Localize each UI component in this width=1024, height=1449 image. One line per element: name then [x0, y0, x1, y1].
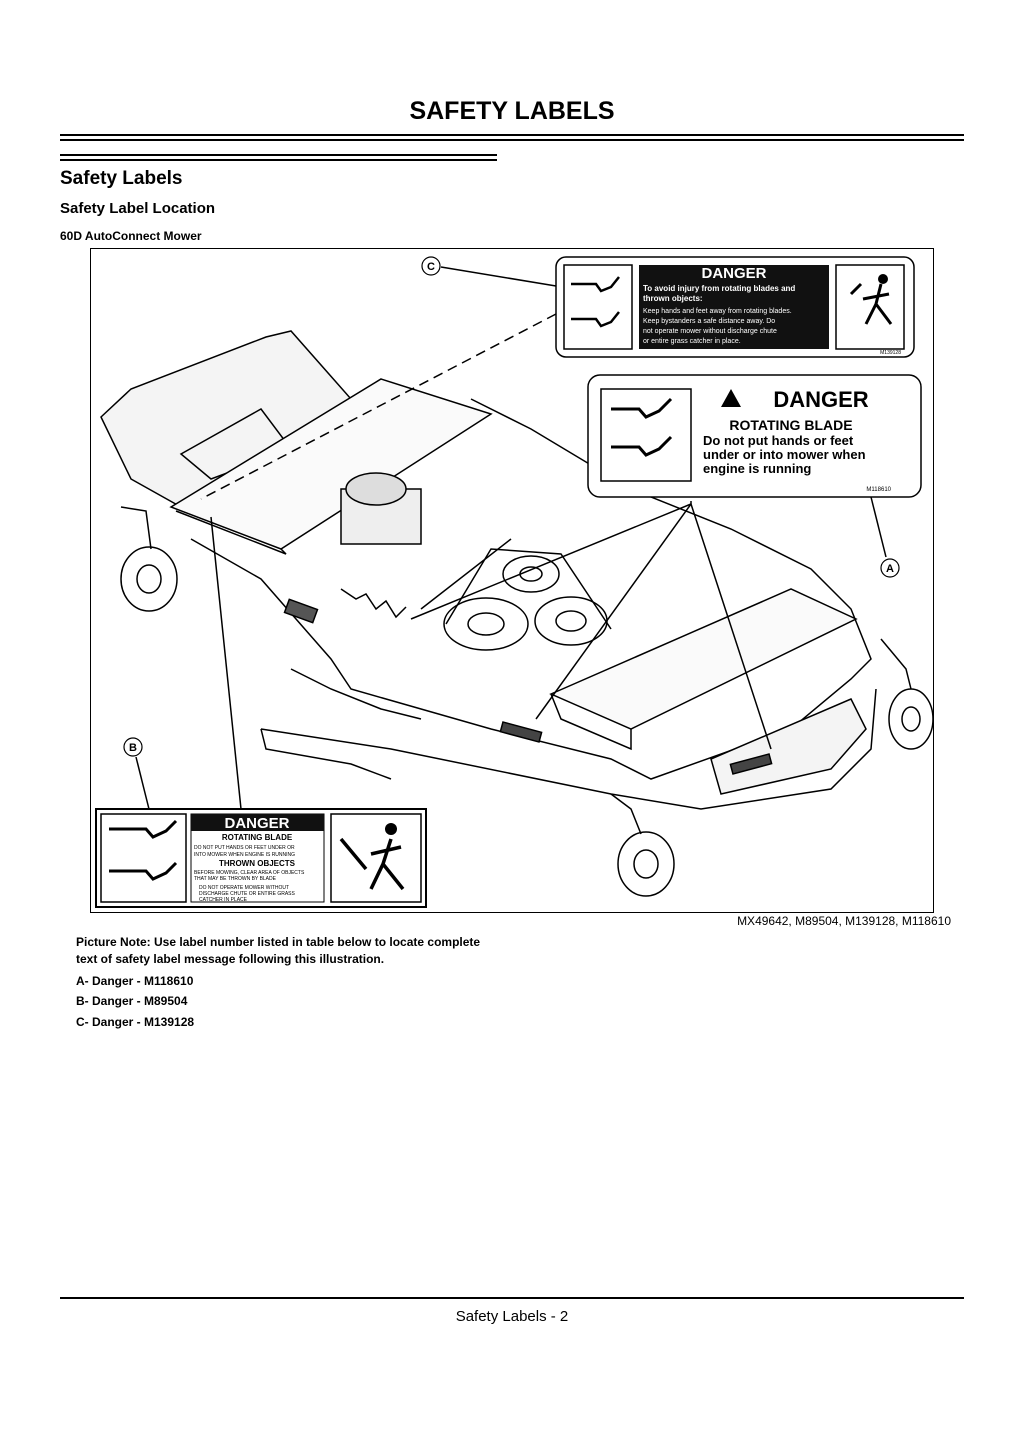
safety-label-c: DANGER To avoid injury from rotating bla… — [555, 256, 915, 358]
picture-note: Picture Note: Use label number listed in… — [76, 935, 481, 966]
footer-rule — [60, 1297, 964, 1299]
label-c-line: Keep bystanders a safe distance away. Do — [643, 318, 775, 325]
label-b-subheading-2: THROWN OBJECTS — [219, 859, 296, 868]
label-c-line: thrown objects: — [643, 294, 703, 303]
label-b-line: DO NOT PUT HANDS OR FEET UNDER OR — [194, 845, 295, 851]
label-c-code: M139128 — [880, 350, 901, 356]
subsection-title: Safety Label Location — [60, 200, 216, 217]
label-a-line: Do not put hands or feet — [703, 433, 854, 448]
label-b-line: CATCHER IN PLACE — [199, 897, 248, 903]
label-a-heading: DANGER — [773, 387, 868, 412]
callout-c: C — [421, 256, 441, 276]
page-footer: Safety Labels - 2 — [455, 1308, 569, 1325]
section-rule — [60, 154, 497, 156]
label-b-line: DO NOT OPERATE MOWER WITHOUT — [199, 885, 289, 891]
label-c-heading: DANGER — [701, 265, 766, 282]
label-b-line: DISCHARGE CHUTE OR ENTIRE GRASS — [199, 891, 296, 897]
mower-deck-drawing — [100, 330, 934, 897]
leader-lines — [135, 266, 887, 810]
legend-item-b: B- Danger - M89504 — [76, 994, 188, 1008]
safety-label-b: DANGER ROTATING BLADE DO NOT PUT HANDS O… — [95, 808, 427, 908]
label-b-line: INTO MOWER WHEN ENGINE IS RUNNING — [194, 852, 295, 858]
callout-b-text: B — [129, 742, 137, 754]
legend-item-c: C- Danger - M139128 — [76, 1015, 195, 1029]
label-a-line: engine is running — [703, 461, 811, 476]
mower-illustration: C A B DANGER To avoid injury from rotati… — [90, 248, 934, 913]
label-b-heading: DANGER — [224, 815, 289, 832]
label-a-line: under or into mower when — [703, 447, 866, 462]
label-b-line: BEFORE MOWING, CLEAR AREA OF OBJECTS — [194, 870, 305, 876]
mower-drawing: C A B DANGER To avoid injury from rotati… — [95, 256, 934, 908]
page-title: SAFETY LABELS — [409, 97, 615, 125]
header-rule — [60, 134, 964, 136]
callout-a: A — [880, 558, 900, 578]
label-c-line: Keep hands and feet away from rotating b… — [643, 308, 792, 315]
label-a-code: M118610 — [866, 487, 891, 493]
section-title: Safety Labels — [60, 168, 183, 189]
figure-credit: MX49642, M89504, M139128, M118610 — [737, 914, 951, 928]
safety-label-a: DANGER ROTATING BLADE Do not put hands o… — [587, 374, 922, 498]
label-c-line: not operate mower without discharge chut… — [643, 328, 777, 335]
label-b-line: THAT MAY BE THROWN BY BLADE — [194, 876, 277, 882]
label-c-line: To avoid injury from rotating blades and — [643, 284, 795, 293]
label-b-subheading: ROTATING BLADE — [222, 833, 293, 842]
label-a-subheading: ROTATING BLADE — [729, 417, 852, 433]
figure-title: 60D AutoConnect Mower — [60, 229, 202, 243]
callout-a-text: A — [886, 563, 894, 575]
header-rule — [60, 139, 964, 141]
section-rule — [60, 159, 497, 161]
legend-item-a: A- Danger - M118610 — [76, 974, 194, 988]
label-c-line: or entire grass catcher in place. — [643, 338, 741, 345]
callout-b: B — [123, 737, 143, 757]
callout-c-text: C — [427, 261, 435, 273]
